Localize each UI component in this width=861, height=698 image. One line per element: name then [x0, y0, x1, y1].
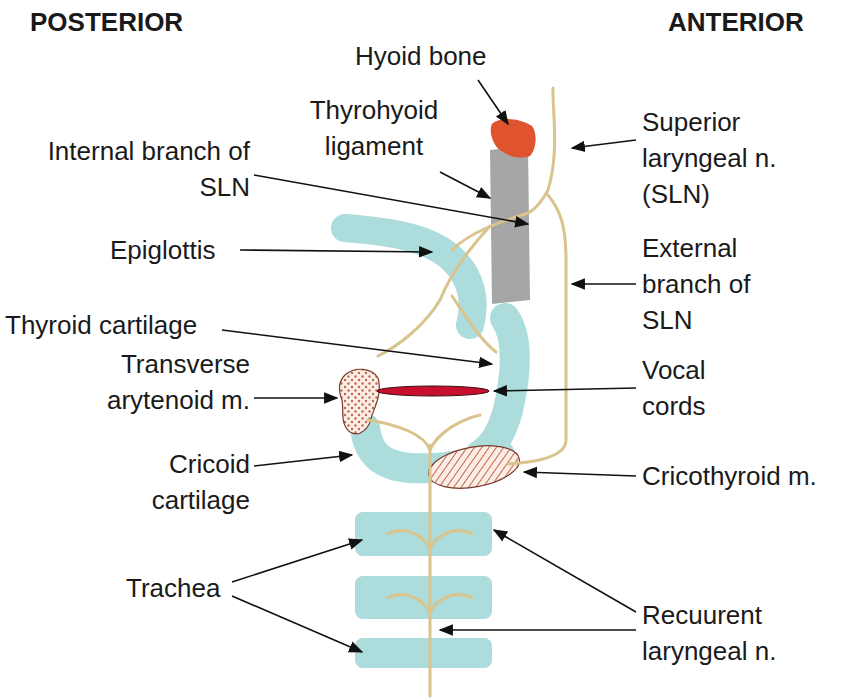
part-label: Hyoid bone: [355, 38, 487, 74]
internal-branch-twig: [452, 296, 496, 352]
part-label: Thyrohyoid ligament: [288, 92, 460, 164]
part-label: Transverse arytenoid m.: [70, 346, 250, 418]
recurrent-twig: [430, 594, 472, 612]
internal-branch: [452, 214, 525, 250]
superior-laryngeal-nerve: [525, 88, 555, 214]
nerves: [368, 88, 566, 696]
part-label: Thyroid cartilage: [5, 307, 197, 343]
part-label: Vocal cords: [642, 352, 776, 424]
recurrent-branch: [430, 415, 480, 450]
part-label: Trachea: [126, 570, 220, 606]
part-label: Internal branch of SLN: [14, 133, 250, 205]
part-label: Cricoid cartilage: [110, 446, 250, 518]
recurrent-twig: [388, 594, 430, 612]
part-label: Epiglottis: [110, 232, 216, 268]
cricothyroid-shape: [425, 439, 523, 494]
recurrent-branch: [368, 420, 430, 450]
orientation-heading: POSTERIOR: [30, 4, 183, 40]
internal-branch-twig: [378, 226, 490, 356]
recurrent-twig: [388, 530, 430, 548]
part-label: External branch of SLN: [642, 230, 802, 338]
leader-lines: [222, 80, 636, 652]
part-label: Cricothyroid m.: [642, 458, 817, 494]
recurrent-twig: [430, 530, 472, 548]
hyoid-bone-shape: [491, 119, 536, 158]
vocal-cords-shape: [377, 386, 489, 396]
part-label: Superior laryngeal n. (SLN): [642, 104, 827, 212]
recurrent-laryngeal-nerve: [429, 445, 432, 696]
thyroid-cartilage-shape: [480, 318, 515, 455]
trachea-rings: [355, 512, 492, 668]
epiglottis-shape: [345, 228, 473, 325]
external-branch: [508, 195, 566, 464]
orientation-heading: ANTERIOR: [668, 4, 804, 40]
part-label: Recuurent laryngeal n.: [642, 597, 847, 669]
transverse-arytenoid-shape: [339, 369, 379, 434]
